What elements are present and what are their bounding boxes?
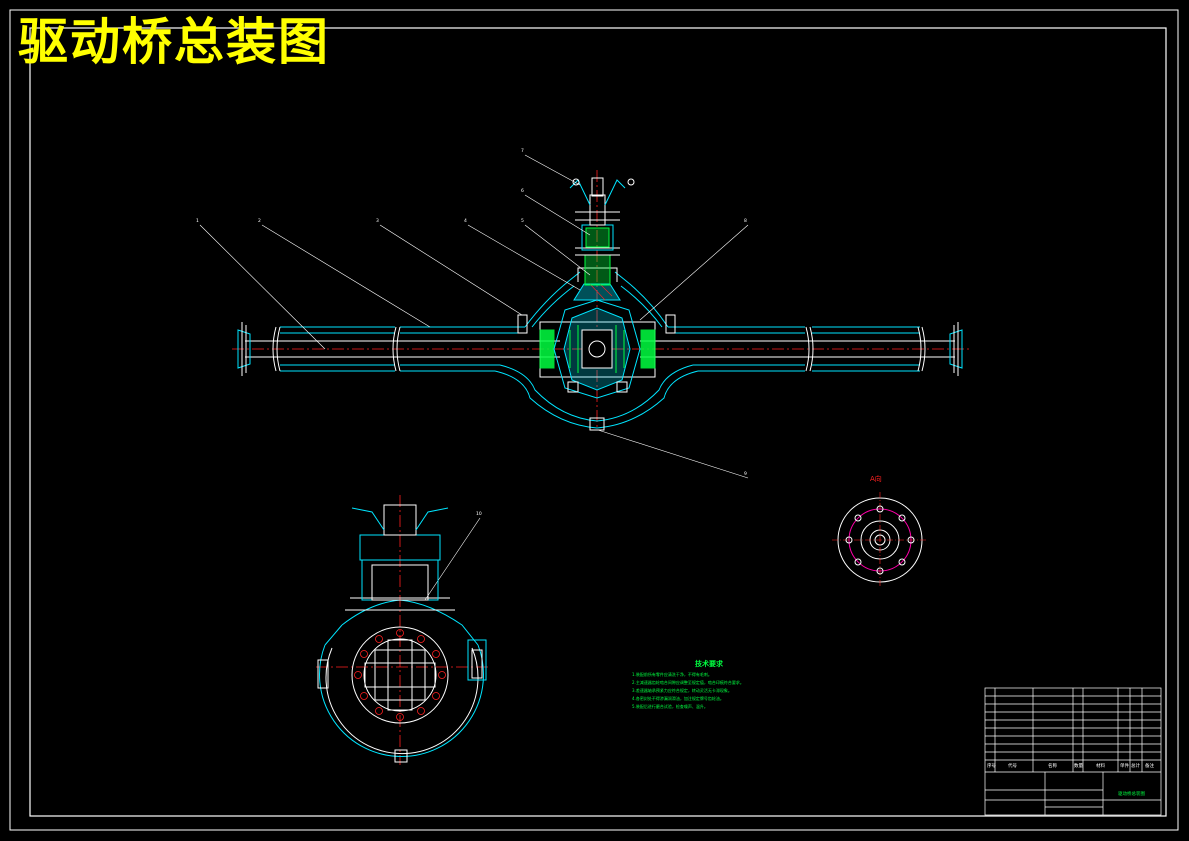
part-balloon: 1	[196, 219, 199, 224]
tb-header-index: 序号	[987, 764, 996, 769]
part-balloon: 8	[744, 219, 747, 224]
part-balloon: 10	[476, 512, 482, 517]
side-view-bolts	[354, 629, 446, 721]
part-balloon: 4	[464, 219, 467, 224]
title-block-grid	[984, 687, 1162, 816]
technical-note: 1.装配前所有零件应清洗干净，不得有毛刺。	[632, 672, 712, 677]
part-balloon: 9	[744, 472, 747, 477]
tb-header-code: 代号	[1008, 764, 1017, 769]
technical-note: 4.各密封处不得渗漏润滑油，加注规定牌号齿轮油。	[632, 696, 724, 701]
part-balloon: 6	[521, 189, 524, 194]
part-balloon: 3	[376, 219, 379, 224]
part-balloon: 5	[521, 219, 524, 224]
technical-note: 3.差速器轴承预紧力应符合规定，转动灵活无卡滞现象。	[632, 688, 732, 693]
tb-header-total: 总计	[1131, 764, 1140, 769]
leader-lines	[199, 154, 749, 601]
tb-header-unit: 单件	[1120, 764, 1129, 769]
outer-frame	[9, 9, 1179, 831]
main-section-view	[232, 170, 972, 431]
part-balloon: 2	[258, 219, 261, 224]
technical-note: 5.装配后进行磨合试验，检查噪声、温升。	[632, 704, 708, 709]
tb-header-name: 名称	[1048, 764, 1057, 769]
technical-note: 2.主减速器齿轮啮合间隙应调整至规定值，啮合印痕符合要求。	[632, 680, 744, 685]
technical-requirements-heading: 技术要求	[695, 660, 723, 668]
side-view	[316, 495, 490, 765]
part-balloon: 7	[521, 149, 524, 154]
detail-view-label: A向	[870, 475, 882, 483]
tb-drawing-name: 驱动桥总装图	[1118, 792, 1145, 797]
inner-frame	[29, 27, 1167, 817]
detail-view-a	[832, 492, 928, 588]
tb-header-qty: 数量	[1074, 764, 1083, 769]
drawing-title: 驱动桥总装图	[18, 12, 330, 71]
tb-header-remarks: 备注	[1145, 764, 1154, 769]
tb-header-material: 材料	[1096, 764, 1105, 769]
